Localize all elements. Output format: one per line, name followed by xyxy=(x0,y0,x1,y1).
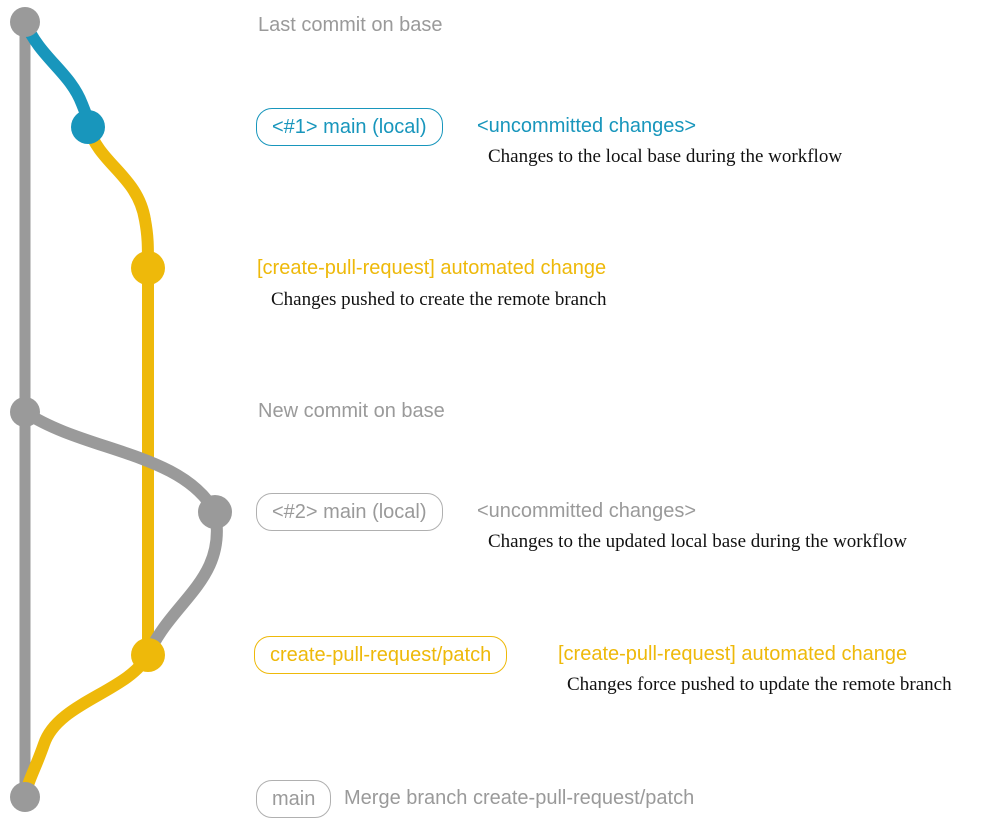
badge-patch-branch: create-pull-request/patch xyxy=(254,636,508,674)
commit-dot-base-2 xyxy=(10,397,40,427)
label-automated-change-2: [create-pull-request] automated change xyxy=(558,643,908,665)
label-last-commit-on-base: Last commit on base xyxy=(258,14,443,36)
label-uncommitted-changes-2: <uncommitted changes> xyxy=(477,500,697,522)
badge-main: main xyxy=(256,780,332,818)
commit-dot-main-local-1 xyxy=(71,110,105,144)
badge-main-local-2: <#2> main (local) xyxy=(256,493,443,531)
caption-force-pushed-update-remote: Changes force pushed to update the remot… xyxy=(567,674,952,695)
commit-dot-base-3 xyxy=(10,782,40,812)
caption-updated-local-base-changes: Changes to the updated local base during… xyxy=(488,531,907,552)
commit-dot-base-1 xyxy=(10,7,40,37)
label-new-commit-on-base: New commit on base xyxy=(258,400,445,422)
patch-merge-curve xyxy=(19,649,154,803)
main-local-2-curve xyxy=(19,406,223,661)
caption-local-base-changes: Changes to the local base during the wor… xyxy=(488,146,843,167)
label-automated-change-1: [create-pull-request] automated change xyxy=(257,257,607,279)
patch-branch-line xyxy=(82,121,154,661)
main-local-1-curve xyxy=(19,16,94,133)
commit-dot-main-local-2 xyxy=(198,495,232,529)
commit-dot-patch-1 xyxy=(131,251,165,285)
caption-pushed-create-remote: Changes pushed to create the remote bran… xyxy=(271,289,607,310)
label-merge-branch: Merge branch create-pull-request/patch xyxy=(344,787,695,809)
badge-main-local-1: <#1> main (local) xyxy=(256,108,443,146)
label-uncommitted-changes-1: <uncommitted changes> xyxy=(477,115,697,137)
commit-dot-patch-2 xyxy=(131,638,165,672)
